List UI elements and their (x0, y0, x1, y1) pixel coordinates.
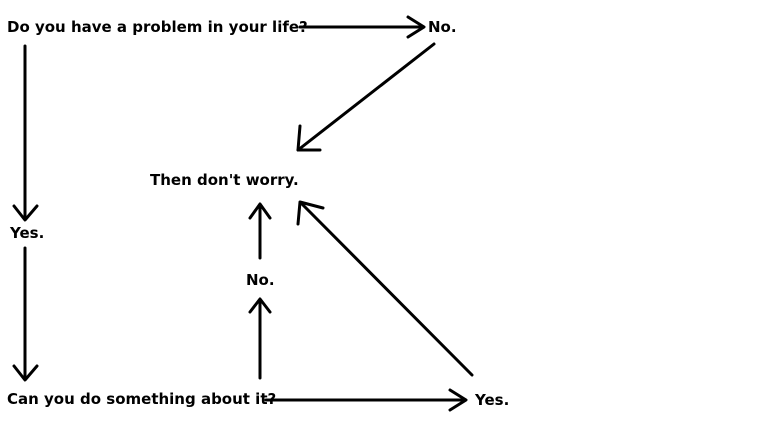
no-middle-label: No. (246, 271, 275, 289)
dont-worry-label: Then don't worry. (150, 171, 299, 189)
yes-left-label: Yes. (10, 224, 45, 242)
yes-bottom-label: Yes. (475, 391, 510, 409)
arrow-action-to-yes (264, 388, 468, 412)
arrow-no-to-dont-worry-up (248, 202, 272, 260)
arrow-yes-to-dont-worry (296, 200, 474, 377)
arrow-yes-to-action-question (12, 246, 39, 382)
arrow-question-to-no (298, 15, 426, 39)
problem-question-label: Do you have a problem in your life? (7, 18, 308, 36)
action-question-label: Can you do something about it? (7, 390, 277, 408)
no-top-label: No. (428, 18, 457, 36)
arrow-no-to-dont-worry (296, 42, 436, 152)
arrow-question-to-yes (12, 44, 39, 222)
arrow-action-to-no (248, 297, 272, 380)
